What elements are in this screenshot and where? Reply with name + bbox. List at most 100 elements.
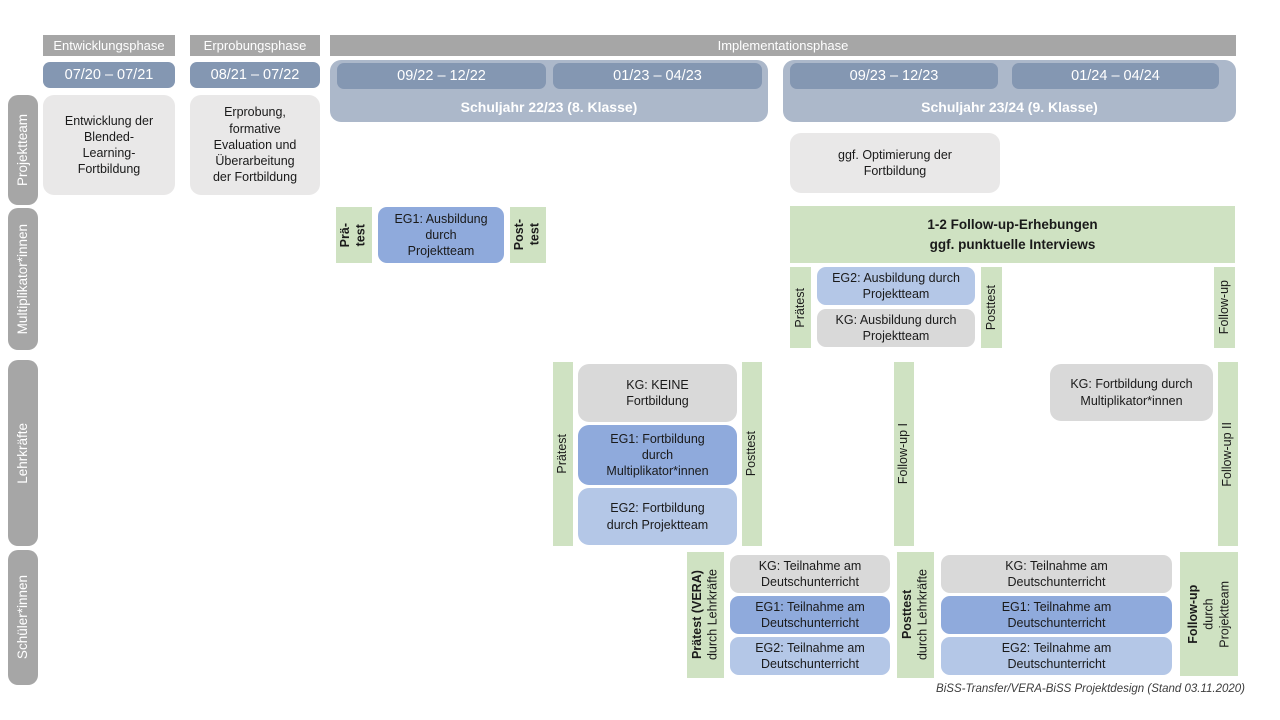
date-label: 07/20 – 07/21 bbox=[64, 67, 154, 83]
text-line: KG: Teilnahme am bbox=[758, 558, 862, 573]
text-line: test bbox=[354, 223, 368, 247]
praetest-vera-bar-schueler: Prätest (VERA) durch Lehrkräfte bbox=[687, 552, 724, 678]
text-line: EG1: Ausbildung bbox=[394, 211, 488, 226]
row-label-text: Schüler*innen bbox=[15, 575, 31, 660]
text-line: KG: Teilnahme am bbox=[1005, 558, 1108, 573]
card-entwicklung-fortbildung: Entwicklung der Blended- Learning- Fortb… bbox=[43, 95, 175, 195]
row-label-schuelerinnen: Schüler*innen bbox=[8, 550, 38, 685]
card-eg1-fortbildung-multiplikatoren: EG1: Fortbildung durch Multiplikator*inn… bbox=[578, 425, 737, 485]
text-line: Entwicklung der bbox=[64, 113, 154, 128]
text-line: Follow-up bbox=[1185, 584, 1200, 644]
card-eg2-ausbildung-projektteam: EG2: Ausbildung durch Projektteam bbox=[817, 267, 975, 305]
date-label: 01/23 – 04/23 bbox=[613, 68, 702, 84]
vertical-text: Prätest bbox=[555, 434, 570, 474]
vertical-text: Follow-up bbox=[1216, 280, 1231, 335]
text-line: Fortbildung bbox=[626, 394, 689, 408]
phase-bar-entwicklungsphase: Entwicklungsphase bbox=[43, 35, 175, 56]
text-line: Überarbeitung bbox=[215, 154, 295, 169]
text-line: durch Lehrkräfte bbox=[705, 569, 720, 661]
card-kg-teilnahme-1: KG: Teilnahme am Deutschunterricht bbox=[730, 555, 890, 593]
text-line: durch bbox=[641, 447, 674, 462]
date-label: 01/24 – 04/24 bbox=[1071, 68, 1160, 84]
posttest-bar-schueler: Posttest durch Lehrkräfte bbox=[897, 552, 934, 678]
vertical-text: Follow-up II bbox=[1220, 421, 1235, 487]
text-line: durch bbox=[425, 227, 457, 242]
followup1-bar-lehrkraefte: Follow-up I bbox=[894, 362, 914, 546]
card-kg-ausbildung-projektteam: KG: Ausbildung durch Projektteam bbox=[817, 309, 975, 347]
text-line: durch bbox=[1201, 598, 1216, 630]
praetest-bar-lehrkraefte: Prätest bbox=[553, 362, 573, 546]
phase-label: Erprobungsphase bbox=[203, 38, 307, 53]
text-line: 1-2 Follow-up-Erhebungen bbox=[927, 216, 1098, 232]
card-kg-fortbildung-multiplikatoren: KG: Fortbildung durch Multiplikator*inne… bbox=[1050, 364, 1213, 421]
posttest-bar-lehrkraefte: Posttest bbox=[742, 362, 762, 546]
vertical-text: Posttest durch Lehrkräfte bbox=[900, 569, 931, 660]
text-line: test bbox=[528, 223, 542, 247]
text-line: Fortbildung bbox=[77, 162, 141, 177]
text-line: Deutschunterricht bbox=[1007, 657, 1106, 671]
date-range-09-23: 09/23 – 12/23 bbox=[790, 63, 998, 89]
card-eg1-teilnahme-2: EG1: Teilnahme am Deutschunterricht bbox=[941, 596, 1172, 634]
text-line: Learning- bbox=[82, 146, 136, 160]
card-optimierung-fortbildung: ggf. Optimierung der Fortbildung bbox=[790, 133, 1000, 193]
vertical-text: Follow-up I bbox=[896, 423, 911, 485]
text-line: EG2: Teilnahme am bbox=[1001, 640, 1112, 655]
text-line: Projektteam bbox=[862, 287, 930, 301]
date-range-08-21: 08/21 – 07/22 bbox=[190, 62, 320, 88]
date-range-01-24: 01/24 – 04/24 bbox=[1012, 63, 1219, 89]
praetest-bar-multiplikatoren-1: Prä- test bbox=[336, 207, 372, 263]
text-line: KG: KEINE bbox=[626, 377, 689, 392]
text-line: ggf. punktuelle Interviews bbox=[929, 236, 1096, 252]
footer-credit: BiSS-Transfer/VERA-BiSS Projektdesign (S… bbox=[936, 683, 1245, 695]
text-line: Fortbildung bbox=[863, 164, 927, 178]
text-line: Deutschunterricht bbox=[761, 575, 859, 589]
text-line: Deutschunterricht bbox=[1007, 616, 1106, 630]
schuljahr-label: Schuljahr 23/24 (9. Klasse) bbox=[921, 99, 1098, 115]
card-eg1-teilnahme-1: EG1: Teilnahme am Deutschunterricht bbox=[730, 596, 890, 634]
row-label-text: Multiplikator*innen bbox=[15, 223, 31, 335]
text-line: Deutschunterricht bbox=[1007, 575, 1106, 589]
text-line: EG2: Fortbildung bbox=[610, 501, 705, 516]
card-eg1-ausbildung-projektteam: EG1: Ausbildung durch Projektteam bbox=[378, 207, 504, 263]
followup2-bar-lehrkraefte: Follow-up II bbox=[1218, 362, 1238, 546]
vertical-text: Posttest bbox=[744, 431, 759, 477]
vertical-text: Post- test bbox=[512, 219, 543, 250]
card-eg2-teilnahme-2: EG2: Teilnahme am Deutschunterricht bbox=[941, 637, 1172, 675]
vertical-text: Posttest bbox=[983, 284, 998, 331]
row-label-lehrkraefte: Lehrkräfte bbox=[8, 360, 38, 546]
text-line: der Fortbildung bbox=[212, 170, 298, 185]
date-range-09-22: 09/22 – 12/22 bbox=[337, 63, 546, 89]
vertical-text: Prä- test bbox=[338, 223, 369, 247]
text-line: Deutschunterricht bbox=[761, 657, 859, 671]
card-followup-erhebungen: 1-2 Follow-up-Erhebungen ggf. punktuelle… bbox=[790, 206, 1235, 263]
text-line: EG2: Ausbildung durch bbox=[832, 270, 960, 285]
text-line: Multiplikator*innen bbox=[1080, 393, 1183, 408]
card-eg2-teilnahme-1: EG2: Teilnahme am Deutschunterricht bbox=[730, 637, 890, 675]
text-line: EG1: Fortbildung bbox=[610, 431, 705, 446]
text-line: durch Lehrkräfte bbox=[915, 569, 930, 661]
text-line: KG: Fortbildung durch bbox=[1070, 377, 1193, 392]
text-line: EG2: Teilnahme am bbox=[755, 640, 865, 655]
text-line: Posttest bbox=[899, 590, 914, 640]
card-kg-teilnahme-2: KG: Teilnahme am Deutschunterricht bbox=[941, 555, 1172, 593]
vertical-text: Follow-up durch Projektteam bbox=[1186, 581, 1233, 648]
text-line: Prä- bbox=[338, 222, 353, 248]
date-range-01-23: 01/23 – 04/23 bbox=[553, 63, 762, 89]
phase-bar-implementationsphase: Implementationsphase bbox=[330, 35, 1236, 56]
text-line: Erprobung, bbox=[224, 105, 286, 120]
date-label: 08/21 – 07/22 bbox=[210, 67, 300, 83]
text-line: Deutschunterricht bbox=[761, 616, 859, 630]
followup-bar-multiplikatoren: Follow-up bbox=[1214, 267, 1235, 348]
date-label: 09/22 – 12/22 bbox=[397, 68, 486, 84]
card-eg2-fortbildung-projektteam: EG2: Fortbildung durch Projektteam bbox=[578, 488, 737, 545]
card-kg-keine-fortbildung: KG: KEINE Fortbildung bbox=[578, 364, 737, 422]
vertical-text: Prätest (VERA) durch Lehrkräfte bbox=[690, 569, 721, 660]
text-line: Multiplikator*innen bbox=[606, 464, 709, 479]
text-line: Projektteam bbox=[407, 244, 475, 259]
row-label-text: Projektteam bbox=[15, 113, 31, 187]
text-line: formative bbox=[229, 121, 281, 136]
date-range-07-20: 07/20 – 07/21 bbox=[43, 62, 175, 88]
phase-bar-erprobungsphase: Erprobungsphase bbox=[190, 35, 320, 56]
text-line: durch Projektteam bbox=[606, 517, 709, 532]
